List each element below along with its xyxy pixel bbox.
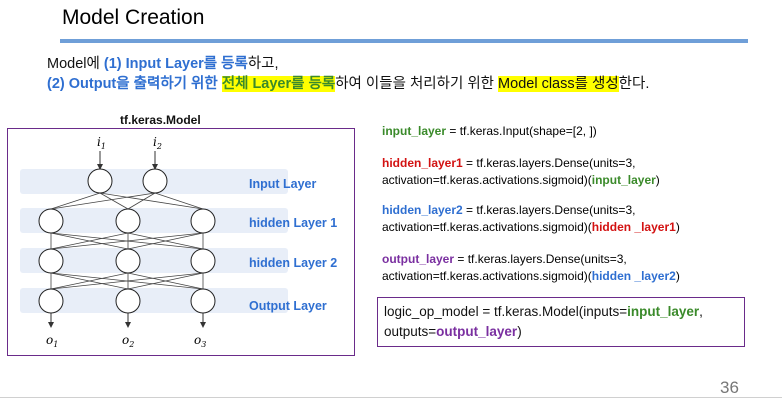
diagram-title: tf.keras.Model — [120, 113, 201, 127]
connection-edge — [99, 192, 204, 210]
text-segment: ) — [675, 269, 680, 283]
text-segment: 하여 이들을 처리하기 위한 — [335, 76, 499, 92]
layer-label-hidden-1: hidden Layer 1 — [249, 216, 338, 230]
bottom-divider — [0, 397, 782, 398]
text-segment: 를 등록 — [203, 56, 248, 72]
input-node — [87, 168, 113, 194]
text-segment: = tf.keras.Input(shape=[2, ]) — [446, 124, 597, 138]
hidden2-node — [38, 248, 64, 274]
text-segment: input_layer — [627, 304, 700, 319]
text-segment: ) — [675, 220, 680, 234]
input-label-2: i2 — [153, 135, 162, 151]
text-segment: logic_op_model = tf.keras.Model(inputs= — [384, 304, 628, 319]
output-label-3: o3 — [194, 333, 206, 349]
text-segment: hidden_layer2 — [382, 203, 463, 217]
connection-edge — [50, 192, 156, 210]
text-segment: ) — [517, 324, 522, 339]
text-segment: = tf.keras.layers.Dense(units=3, — [454, 252, 627, 266]
output-node — [38, 288, 64, 314]
output-layer-band — [20, 288, 288, 313]
connection-edge — [50, 232, 204, 250]
layer-label-input: Input Layer — [249, 177, 317, 191]
connection-edge — [50, 232, 129, 250]
code-hidden1-line2: activation=tf.keras.activations.sigmoid)… — [382, 172, 660, 189]
text-segment: Model에 — [47, 56, 104, 72]
text-segment: hidden _layer2 — [591, 269, 676, 283]
text-segment: activation=tf.keras.activations.sigmoid)… — [382, 220, 592, 234]
text-segment: ) — [655, 173, 660, 187]
connection-edge — [50, 272, 129, 290]
connection-edge — [50, 272, 204, 290]
model-code-line1: logic_op_model = tf.keras.Model(inputs=i… — [384, 302, 738, 322]
output-label-1: o1 — [46, 333, 58, 349]
text-segment: hidden _layer1 — [591, 220, 676, 234]
code-hidden2-line1: hidden_layer2 = tf.keras.layers.Dense(un… — [382, 202, 635, 219]
text-segment: output_layer — [436, 324, 518, 339]
output-node — [190, 288, 216, 314]
hidden-layer-1-band — [20, 208, 288, 233]
text-segment: hidden_layer1 — [382, 156, 463, 170]
code-hidden2-line2: activation=tf.keras.activations.sigmoid)… — [382, 219, 680, 236]
network-diagram: Input Layer hidden Layer 1 hidden Layer … — [7, 128, 355, 356]
hidden1-node — [115, 208, 141, 234]
hidden2-node — [115, 248, 141, 274]
layer-label-hidden-2: hidden Layer 2 — [249, 256, 338, 270]
title-underline — [60, 39, 748, 43]
hidden1-node — [38, 208, 64, 234]
text-segment: 하고, — [247, 56, 279, 72]
text-segment: 을 출력하기 위한 — [116, 76, 222, 92]
page-number: 36 — [720, 378, 739, 397]
hidden-layer-2-band — [20, 248, 288, 273]
code-output-line1: output_layer = tf.keras.layers.Dense(uni… — [382, 251, 627, 268]
code-output-line2: activation=tf.keras.activations.sigmoid)… — [382, 268, 680, 285]
text-segment: activation=tf.keras.activations.sigmoid)… — [382, 269, 592, 283]
connection-edge — [50, 192, 101, 210]
output-label-2: o2 — [122, 333, 134, 349]
output-node — [115, 288, 141, 314]
text-segment: (1) Input Layer — [103, 56, 204, 72]
text-segment: input_layer — [591, 173, 656, 187]
code-hidden1-line1: hidden_layer1 = tf.keras.layers.Dense(un… — [382, 155, 635, 172]
model-code-line2: outputs=output_layer) — [384, 322, 738, 342]
layer-label-output: Output Layer — [249, 299, 327, 313]
slide-title: Model Creation — [62, 6, 205, 29]
text-segment: activation=tf.keras.activations.sigmoid)… — [382, 173, 592, 187]
hidden2-node — [190, 248, 216, 274]
intro-line-2: (2) Output을 출력하기 위한 전체 Layer를 등록하여 이들을 처… — [47, 72, 649, 93]
text-segment: Model class — [498, 76, 575, 92]
text-segment: 한다. — [618, 76, 650, 92]
connection-edge — [127, 192, 156, 210]
model-code-box: logic_op_model = tf.keras.Model(inputs=i… — [377, 297, 745, 347]
connection-edge — [127, 232, 204, 250]
text-segment: output_layer — [382, 252, 455, 266]
connection-edge — [154, 192, 204, 210]
connection-edge — [99, 192, 129, 210]
text-segment: = tf.keras.layers.Dense(units=3, — [462, 156, 636, 170]
connection-edge — [127, 272, 204, 290]
text-segment: 를 생성 — [574, 76, 619, 92]
text-segment: 전체 Layer를 등록 — [221, 76, 336, 92]
text-segment: outputs= — [384, 324, 437, 339]
network-graph: i1 i2 o1 o2 o3 — [38, 135, 216, 349]
hidden1-node — [190, 208, 216, 234]
text-segment: , — [699, 304, 703, 319]
input-node — [142, 168, 168, 194]
code-input-layer: input_layer = tf.keras.Input(shape=[2, ]… — [382, 123, 597, 140]
text-segment: input_layer — [382, 124, 447, 138]
text-segment: (2) Output — [47, 76, 117, 92]
intro-line-1: Model에 (1) Input Layer를 등록하고, — [47, 52, 279, 73]
input-label-1: i1 — [97, 135, 106, 151]
text-segment: = tf.keras.layers.Dense(units=3, — [462, 203, 636, 217]
